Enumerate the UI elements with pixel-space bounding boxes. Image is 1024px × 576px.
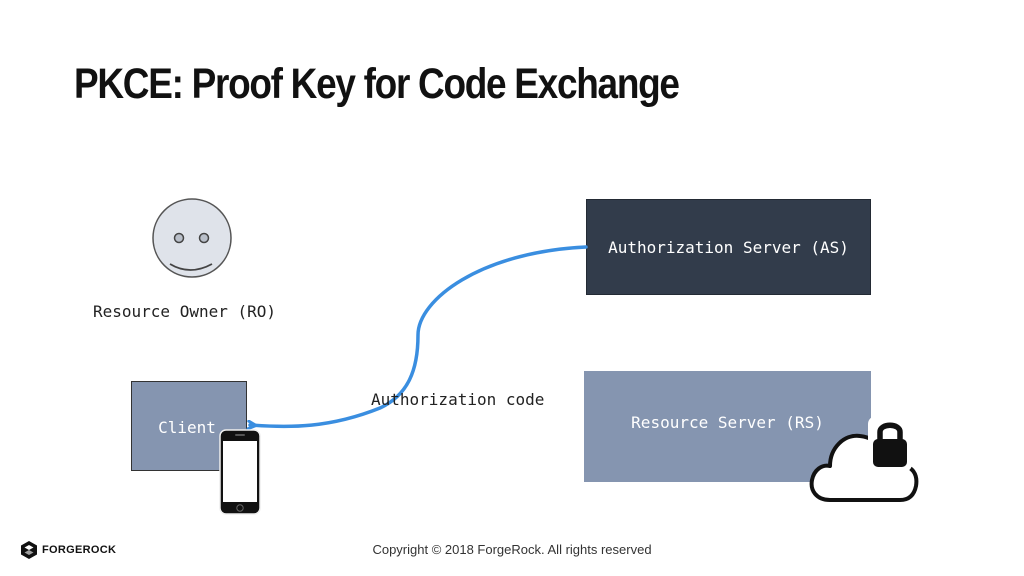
forgerock-logo-icon (21, 541, 37, 559)
smiley-face-icon (152, 198, 232, 278)
forgerock-logo-text: FORGEROCK (42, 544, 117, 556)
copyright-text: Copyright © 2018 ForgeRock. All rights r… (372, 542, 652, 557)
authorization-server-box: Authorization Server (AS) (586, 199, 871, 295)
cloud-lock-icon (809, 416, 919, 502)
resource-server-label: Resource Server (RS) (631, 413, 824, 432)
page-title: PKCE: Proof Key for Code Exchange (74, 60, 680, 108)
resource-owner-label: Resource Owner (RO) (93, 302, 277, 321)
authorization-server-label: Authorization Server (AS) (608, 237, 849, 257)
authorization-code-label: Authorization code (371, 390, 545, 409)
resource-server-box: Resource Server (RS) (584, 371, 871, 482)
client-label: Client (158, 417, 216, 437)
smartphone-icon (219, 429, 261, 515)
forgerock-logo: FORGEROCK (20, 540, 116, 560)
